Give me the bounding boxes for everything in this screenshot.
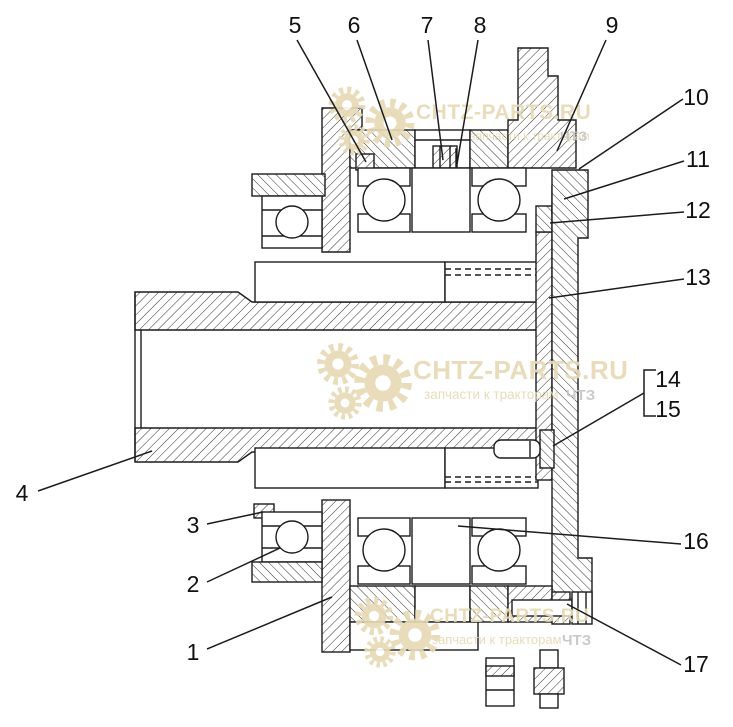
gear-icon [332,90,362,120]
top-small-bearing-cap [251,173,326,197]
gear-icon [321,347,356,382]
callout-17: 17 [683,651,709,677]
leader-16 [457,525,682,545]
watermark-brand: CHTZ-PARTS.RU [413,355,628,385]
callout-3: 3 [187,512,200,538]
leader-4 [37,450,153,492]
leader-2 [206,547,281,583]
watermarks: CHTZ-PARTS.RU запчасти к тракторам ЧТЗ C… [321,90,628,665]
callout-15: 15 [655,396,681,422]
watermark-brand: CHTZ-PARTS.RU [430,606,589,627]
callout-8: 8 [474,12,487,38]
callout-13: 13 [685,264,711,290]
leader-17 [566,603,682,666]
callout-6: 6 [348,12,361,38]
gear-icon [370,103,410,143]
bolt-head [571,591,593,625]
bottom-fitting-body [485,657,515,707]
callout-9: 9 [606,12,619,38]
leader-6 [356,39,393,141]
callout-4: 4 [16,480,29,506]
watermark-org: ЧТЗ [566,387,595,404]
callout-labels: 1 2 3 4 5 6 7 8 9 10 11 12 13 14 15 16 1… [16,12,711,677]
leader-14-15 [552,392,645,447]
gear-icon [359,359,406,406]
top-right-stepped-piece [507,47,577,169]
leader-13 [548,278,685,299]
watermark-top: CHTZ-PARTS.RU запчасти к тракторам ЧТЗ [332,90,591,153]
bracket-14-15 [643,369,656,417]
top-bearing-separator [411,167,471,233]
upper-sleeve [254,261,446,303]
leader-7 [427,39,444,161]
bottom-cap-mid [469,585,509,623]
bottom-bearing-right-ball [477,528,521,572]
bottom-bearing-separator [411,517,471,585]
callout-1: 1 [187,639,200,665]
leader-11 [563,160,685,200]
top-cap-right [469,129,509,169]
watermark-brand: CHTZ-PARTS.RU [416,101,591,124]
callout-14: 14 [655,366,681,392]
locking-pin [493,439,541,459]
leader-8 [456,39,479,165]
watermark-tagline: запчасти к тракторам [424,387,559,402]
leader-12 [549,211,685,224]
callout-11: 11 [686,146,710,172]
watermark-tagline: запчасти к тракторам [432,632,562,647]
bottom-fitting-band [485,665,515,677]
leader-lines [37,39,685,666]
bottom-small-bearing-ball [275,520,309,554]
lock-nut [535,205,553,233]
hub-assembly-cross-section [134,47,593,709]
gear-icon [367,639,393,665]
callout-2: 2 [187,571,200,597]
leader-5 [296,39,367,163]
leader-10 [578,98,684,170]
watermark-org: ЧТЗ [562,632,591,649]
callout-5: 5 [289,12,302,38]
callout-12: 12 [685,197,711,223]
bottom-bearing-left-ball [362,528,406,572]
callout-16: 16 [683,528,709,554]
bottom-plug-tip [539,693,559,709]
leader-9 [556,39,607,152]
adjusting-nut [432,145,458,169]
bottom-small-bearing-cap [251,561,323,583]
watermark-org: ЧТЗ [560,128,587,144]
top-small-bearing-ball [275,205,309,239]
lower-sleeve [254,447,446,489]
callout-10: 10 [683,84,709,110]
gear-icon [331,389,358,416]
bottom-left-column [321,499,351,653]
bottom-plug-top [539,649,559,669]
leader-1 [206,596,333,650]
top-bearing-left-ball [362,178,406,222]
leader-3 [206,511,264,525]
watermark-tagline: запчасти к тракторам [470,129,590,143]
gear-icon [358,600,390,632]
upper-spline-section [444,261,539,303]
callout-7: 7 [421,12,434,38]
watermark-middle: CHTZ-PARTS.RU запчасти к тракторам ЧТЗ [321,347,628,417]
bottom-plug-body [533,667,565,695]
pin-boss [539,429,555,469]
watermark-bottom: CHTZ-PARTS.RU запчасти к тракторам ЧТЗ [358,600,591,665]
top-bearing-right-ball [477,178,521,222]
bottom-cap-window [414,585,471,623]
